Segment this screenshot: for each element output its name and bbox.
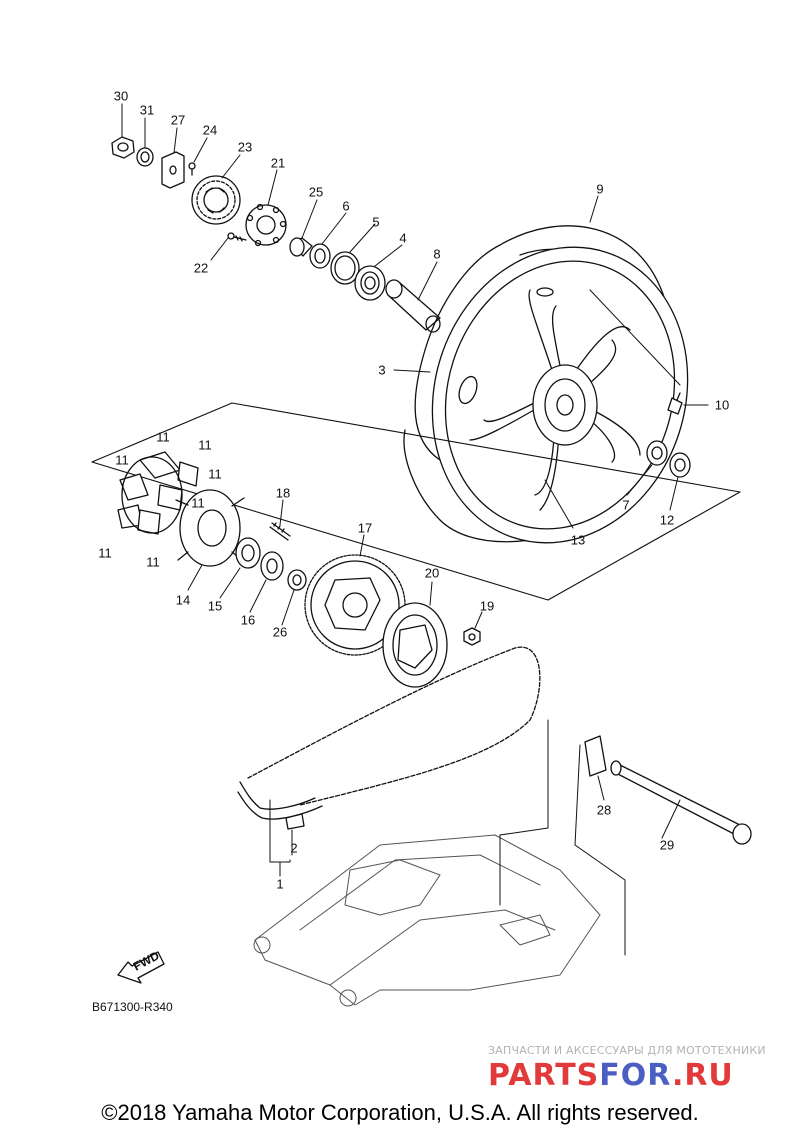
diagram-code: B671300-R340 (92, 1000, 173, 1014)
label-11g: 11 (146, 555, 160, 570)
part-12-collar (670, 453, 690, 477)
label-11d: 11 (208, 467, 222, 482)
label-4: 4 (399, 231, 406, 246)
label-18: 18 (276, 486, 290, 501)
part-28-adjuster (585, 736, 606, 776)
label-22: 22 (194, 261, 208, 276)
label-6: 6 (342, 199, 349, 214)
label-3: 3 (378, 363, 385, 378)
part-27-plate (162, 152, 184, 188)
part-3-wheel-rim (395, 214, 725, 577)
label-30: 30 (114, 89, 128, 104)
part-22-bolt (228, 233, 246, 241)
assembly-frame-line (92, 403, 740, 600)
label-31: 31 (140, 103, 154, 118)
part-10-valve (668, 393, 682, 414)
label-1: 1 (276, 877, 283, 892)
part-1-chain (238, 647, 540, 819)
label-25: 25 (309, 185, 323, 200)
part-15-bearing (236, 538, 260, 568)
part-24-bolt (189, 163, 195, 175)
label-28: 28 (597, 803, 611, 818)
part-7-bearing (647, 441, 667, 465)
label-8: 8 (433, 247, 440, 262)
label-29: 29 (660, 838, 674, 853)
label-15: 15 (208, 599, 222, 614)
part-6-oil-seal (310, 244, 330, 268)
reference-lines (500, 720, 625, 955)
label-16: 16 (241, 613, 255, 628)
watermark-subtitle: ЗАПЧАСТИ И АКСЕССУАРЫ ДЛЯ МОТОТЕХНИКИ (488, 1044, 766, 1057)
leader-lines (122, 104, 708, 876)
part-4-bearing (355, 266, 385, 300)
part-30-nut (112, 137, 134, 158)
part-2-chain-joint (286, 814, 304, 829)
watermark-logo-part2: FOR (599, 1058, 672, 1093)
part-26-collar (288, 570, 306, 590)
label-2: 2 (290, 841, 297, 856)
part-29-axle (611, 761, 751, 844)
part-18-stud (270, 523, 290, 540)
part-17-sprocket (305, 555, 405, 655)
part-20-guard (383, 603, 447, 687)
label-11c: 11 (115, 453, 129, 468)
part-31-washer (137, 148, 153, 166)
swingarm (254, 835, 600, 1006)
part-23-sensor-ring (192, 176, 240, 224)
label-20: 20 (425, 566, 439, 581)
label-13: 13 (571, 533, 585, 548)
label-21: 21 (271, 156, 285, 171)
part-5-circlip (331, 252, 359, 284)
label-11b: 11 (198, 438, 212, 453)
label-19: 19 (480, 599, 494, 614)
label-27: 27 (171, 113, 185, 128)
label-11a: 11 (156, 430, 170, 445)
label-11e: 11 (191, 496, 205, 511)
label-26: 26 (273, 625, 287, 640)
copyright-text: ©2018 Yamaha Motor Corporation, U.S.A. A… (101, 1100, 699, 1125)
watermark-logo: PARTSFOR.RU (488, 1058, 734, 1093)
label-12: 12 (660, 513, 674, 528)
part-11-dampers (118, 452, 198, 534)
label-17: 17 (358, 521, 372, 536)
part-8-spacer (386, 280, 440, 332)
part-16-oil-seal (261, 552, 283, 580)
part-14-clutch-hub (176, 490, 244, 566)
label-7: 7 (622, 498, 629, 513)
watermark-logo-part1: PARTS (488, 1058, 600, 1093)
part-25-collar (290, 238, 312, 256)
watermark-logo-part3: .RU (671, 1058, 734, 1093)
part-19-nut (464, 628, 480, 645)
label-9: 9 (596, 182, 603, 197)
label-5: 5 (372, 215, 379, 230)
label-11f: 11 (98, 546, 112, 561)
label-10: 10 (715, 398, 729, 413)
label-24: 24 (203, 123, 217, 138)
label-14: 14 (176, 593, 190, 608)
fwd-arrow-icon (118, 952, 164, 983)
part-21-hub-flange (246, 205, 286, 246)
label-23: 23 (238, 140, 252, 155)
